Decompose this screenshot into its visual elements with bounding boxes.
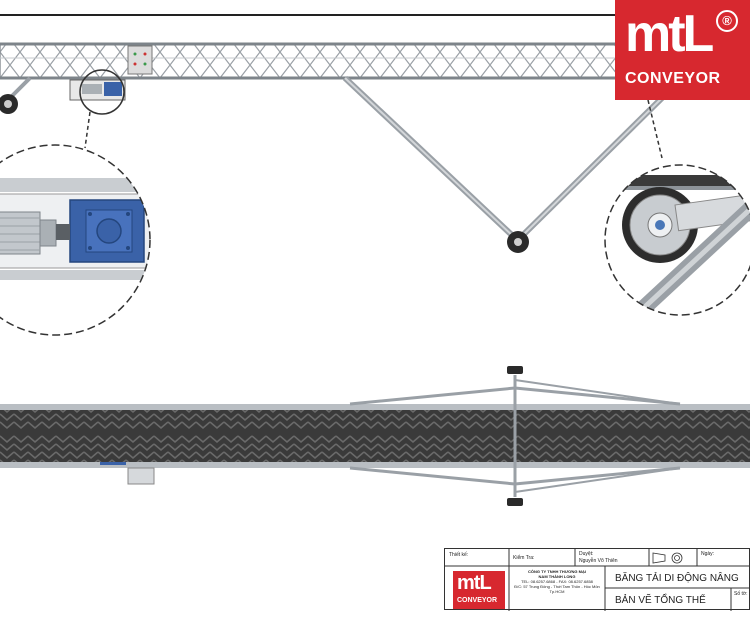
company-name-2: NAM THÀNH LONG bbox=[538, 574, 576, 579]
drive-detail-view bbox=[0, 144, 151, 336]
drawing-title: BĂNG TẢI DI ĐỘNG NÂNG bbox=[615, 573, 739, 584]
chevron-belt bbox=[0, 410, 750, 462]
company-name-1: CÔNG TY TNHH THƯƠNG MẠI bbox=[528, 569, 586, 574]
title-block-grid bbox=[445, 549, 750, 611]
sheet-label: Số tờ: bbox=[734, 591, 748, 597]
company-contact-3: Tp.HCM bbox=[549, 589, 565, 594]
truss-frame bbox=[0, 43, 621, 79]
control-panel bbox=[127, 45, 153, 75]
small-logo-name: CONVEYOR bbox=[457, 597, 498, 604]
motor bbox=[0, 211, 41, 255]
date-label: Ngày: bbox=[701, 551, 715, 557]
detail-callout-marker bbox=[79, 69, 125, 115]
side-view bbox=[0, 42, 668, 253]
approver-name: Nguyễn Võ Thiên bbox=[579, 558, 618, 564]
designer-label: Thiết kế: bbox=[449, 552, 469, 558]
title-block: Thiết kế: Kiểm Tra: Duyệt: Nguyễn Võ Thi… bbox=[444, 548, 750, 611]
checker-label: Kiểm Tra: bbox=[513, 555, 535, 561]
small-logo-mark: mtL bbox=[457, 572, 492, 594]
company-info: CÔNG TY TNHH THƯƠNG MẠI NAM THÀNH LONG T… bbox=[511, 569, 603, 594]
company-contact-2: Đ/C: 57 Trung Đông - Thới Tam Thôn - Hóc… bbox=[514, 584, 600, 589]
brand-mark: mtL bbox=[625, 5, 714, 63]
registered-mark: ® bbox=[716, 10, 738, 32]
brand-logo: mtL CONVEYOR ® bbox=[615, 0, 750, 100]
approver-label: Duyệt: bbox=[579, 551, 594, 557]
top-wheel-lower bbox=[507, 498, 523, 506]
wheel-detail-view bbox=[604, 164, 750, 316]
top-wheel-upper bbox=[507, 366, 523, 374]
brand-name: CONVEYOR bbox=[625, 70, 721, 87]
title-block-logo: mtL CONVEYOR bbox=[453, 571, 505, 609]
company-contact-1: TEL: 08.6257.6868 - FAX: 08.6257.6858 bbox=[521, 579, 593, 584]
top-view bbox=[0, 366, 750, 506]
drawing-subtitle: BẢN VẼ TỔNG THỂ bbox=[615, 595, 706, 606]
